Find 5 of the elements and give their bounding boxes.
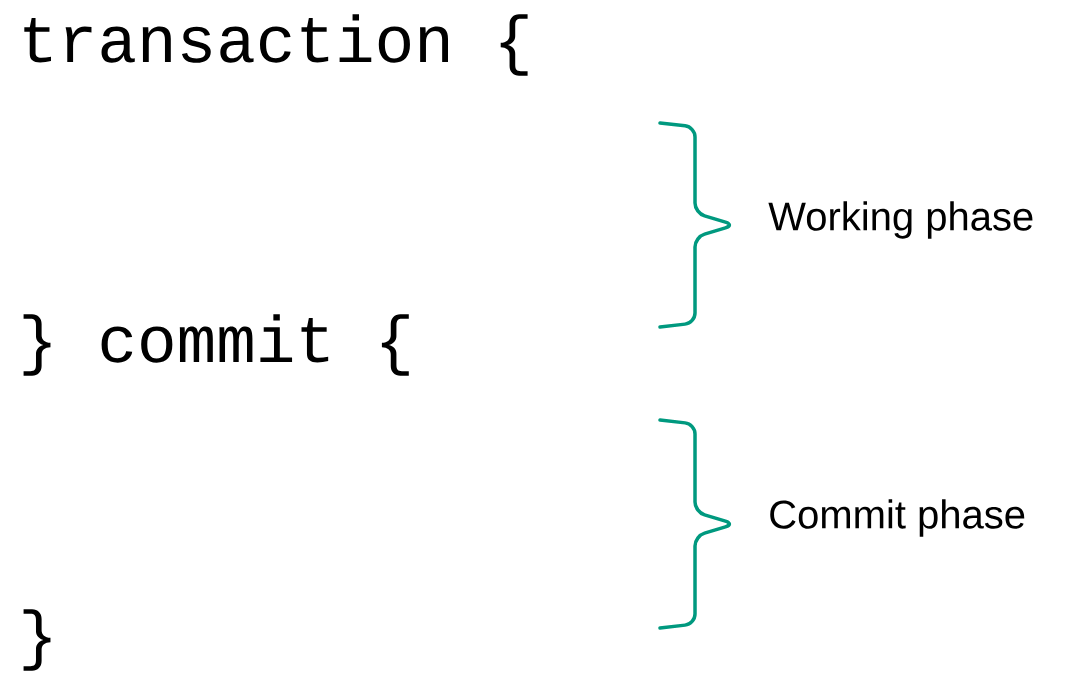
- code-line: transaction {: [24, 14, 528, 76]
- code-line: } commit {: [23, 314, 409, 376]
- phase-label: Commit phase: [770, 499, 1025, 537]
- code-line: }: [23, 609, 51, 671]
- phase-label: Working phase: [768, 201, 1033, 239]
